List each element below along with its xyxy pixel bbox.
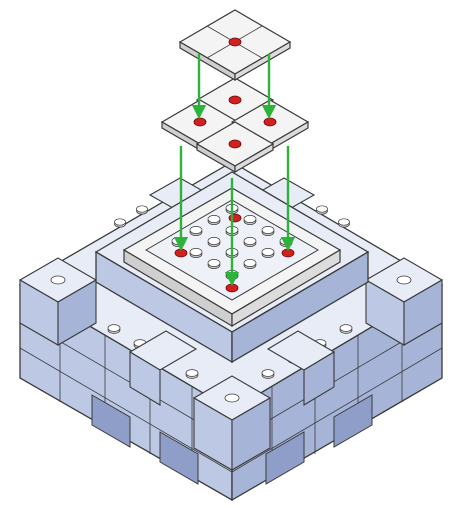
ledge-stud xyxy=(340,325,352,334)
ledge-stud xyxy=(339,219,350,227)
marker-mid-left xyxy=(194,118,206,126)
marker-mid-right xyxy=(264,118,276,126)
center-stud xyxy=(262,248,274,257)
ledge-stud xyxy=(108,325,120,334)
top-plate-2x2 xyxy=(180,10,290,80)
ledge-stud xyxy=(137,206,148,214)
center-stud xyxy=(208,259,220,268)
marker-top xyxy=(229,38,241,46)
marker-mid-front xyxy=(229,140,241,148)
middle-plate-2x2-set xyxy=(162,78,308,172)
center-stud xyxy=(208,237,220,246)
marker-base-left xyxy=(175,249,187,257)
center-stud xyxy=(244,215,256,224)
ledge-stud xyxy=(186,370,198,379)
ledge-stud xyxy=(262,370,274,379)
center-stud xyxy=(244,237,256,246)
center-stud xyxy=(190,248,202,257)
center-stud xyxy=(190,226,202,235)
ledge-stud xyxy=(115,219,126,227)
marker-base-front xyxy=(226,284,238,292)
marker-base-right xyxy=(282,249,294,257)
center-stud xyxy=(280,237,292,246)
center-stud xyxy=(208,215,220,224)
ledge-stud xyxy=(317,206,328,214)
center-stud xyxy=(262,226,274,235)
marker-mid-back xyxy=(229,96,241,104)
center-stud xyxy=(244,259,256,268)
